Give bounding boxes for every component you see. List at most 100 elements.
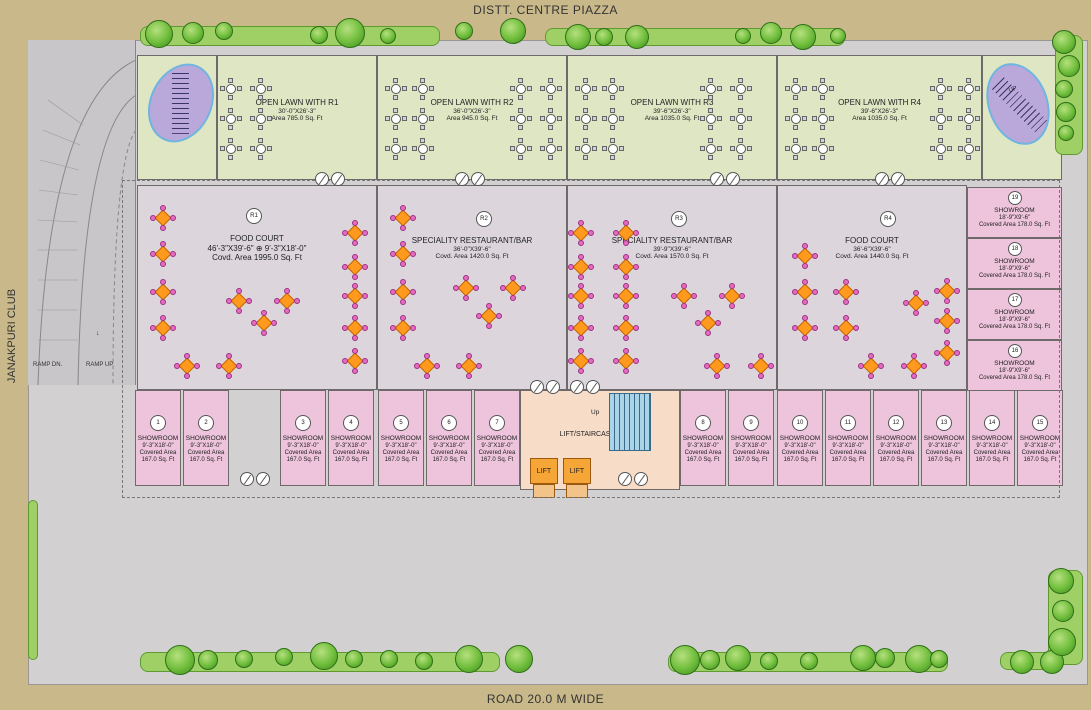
chair xyxy=(613,293,619,299)
chair xyxy=(843,299,849,305)
chair xyxy=(583,95,588,100)
chair xyxy=(610,155,615,160)
dining-table-icon xyxy=(833,315,859,341)
chair xyxy=(463,295,469,301)
chair xyxy=(792,253,798,259)
door-leaf xyxy=(710,172,724,186)
chair xyxy=(938,78,943,83)
chair xyxy=(160,335,166,341)
tree-icon xyxy=(1056,102,1076,122)
outdoor-table-icon xyxy=(785,138,807,160)
chair xyxy=(623,274,629,280)
tree-icon xyxy=(565,24,591,50)
chair xyxy=(362,264,368,270)
chair xyxy=(923,300,929,306)
chair xyxy=(548,95,553,100)
table-top xyxy=(546,114,556,124)
chair xyxy=(342,325,348,331)
dining-table-icon xyxy=(150,315,176,341)
showroom-dims: 9'-3"X18'-0" xyxy=(687,442,719,449)
dining-table-icon xyxy=(748,353,774,379)
showroom-dims: 18'-9"X9'-6" xyxy=(998,316,1031,323)
chair xyxy=(793,125,798,130)
lawn-r4-area: Area 1035.0 Sq. Ft xyxy=(852,115,907,123)
chair xyxy=(466,373,472,379)
chair xyxy=(342,358,348,364)
chair xyxy=(174,363,180,369)
chair xyxy=(704,363,710,369)
chair xyxy=(170,215,176,221)
table-top xyxy=(617,319,635,337)
chair xyxy=(400,241,406,247)
outdoor-table-icon xyxy=(700,138,722,160)
door-pair-icon xyxy=(455,172,485,187)
chair xyxy=(619,146,624,151)
showroom-name: SHOWROOM xyxy=(185,435,227,442)
chair xyxy=(473,285,479,291)
hall-r3-name: SPECIALITY RESTAURANT/BAR xyxy=(611,236,733,245)
table-top xyxy=(572,352,590,370)
showroom-area: 167.0 Sq. Ft xyxy=(1023,457,1057,464)
chair xyxy=(420,78,425,83)
chair xyxy=(954,288,960,294)
chair xyxy=(843,335,849,341)
chair xyxy=(160,261,166,267)
dining-table-icon xyxy=(792,279,818,305)
table-top xyxy=(736,114,746,124)
chair xyxy=(911,373,917,379)
chair xyxy=(858,363,864,369)
chair xyxy=(400,225,406,231)
showroom-number: 8 xyxy=(695,415,711,431)
showroom-name: SHOWROOM xyxy=(779,435,821,442)
chair xyxy=(633,293,639,299)
tree-icon xyxy=(235,650,253,668)
chair xyxy=(518,108,523,113)
chair xyxy=(812,289,818,295)
table-top xyxy=(394,283,412,301)
table-top xyxy=(706,84,716,94)
chair xyxy=(958,146,963,151)
lawn-r1-area: Area 785.0 Sq. Ft xyxy=(271,115,323,123)
table-top xyxy=(617,352,635,370)
chair xyxy=(588,230,594,236)
chair xyxy=(160,205,166,211)
showroom-dims: 9'-3"X18'-0" xyxy=(433,442,465,449)
showroom-area: 167.0 Sq. Ft xyxy=(879,457,913,464)
table-top xyxy=(226,84,236,94)
chair xyxy=(921,363,927,369)
chair xyxy=(352,315,358,321)
outdoor-table-icon xyxy=(385,108,407,130)
chair xyxy=(583,138,588,143)
chair xyxy=(540,116,545,121)
showroom-cov: Covered Area xyxy=(925,449,963,456)
chair xyxy=(228,125,233,130)
showroom-area: 167.0 Sq. Ft xyxy=(831,457,865,464)
showroom-cov: Covered Area xyxy=(1021,449,1059,456)
showroom-cov: Covered Area xyxy=(332,449,370,456)
chair xyxy=(557,146,562,151)
tree-icon xyxy=(182,22,204,44)
dining-table-icon xyxy=(719,283,745,309)
chair xyxy=(578,348,584,354)
dining-table-icon xyxy=(456,353,482,379)
chair xyxy=(938,125,943,130)
hall-r3-area: Covd. Area 1570.0 Sq. Ft xyxy=(635,253,709,261)
dining-table-icon xyxy=(150,205,176,231)
chair xyxy=(792,289,798,295)
chair xyxy=(610,138,615,143)
hall-r4-name: FOOD COURT xyxy=(845,236,899,245)
chair xyxy=(758,373,764,379)
outdoor-table-icon xyxy=(540,138,562,160)
chair xyxy=(568,358,574,364)
chair xyxy=(527,116,532,121)
door-pair-icon xyxy=(570,380,600,395)
chair xyxy=(453,285,459,291)
chair xyxy=(510,295,516,301)
